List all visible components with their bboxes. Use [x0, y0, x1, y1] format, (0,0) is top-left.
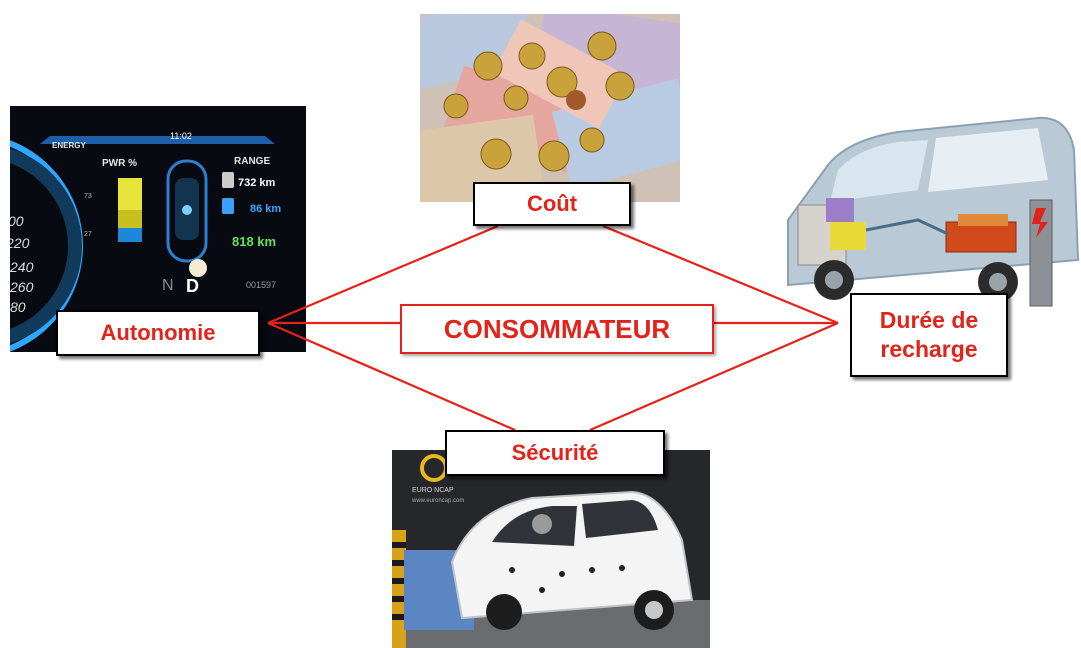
energy-bar [40, 136, 275, 144]
range-sum: 818 km [232, 234, 276, 249]
coin [587, 31, 617, 61]
cout-label: Coût [473, 182, 631, 226]
cout-text: Coût [526, 191, 578, 217]
gauge-tick: 260 [10, 279, 34, 295]
coin [566, 90, 586, 110]
lightning-icon [1032, 208, 1048, 238]
crash-illustration: EURO NCAP www.euroncap.com [392, 450, 710, 648]
van-window [928, 128, 1048, 192]
van-illustration [787, 116, 1080, 307]
connector-autonomie-cout [267, 224, 499, 325]
coin [538, 140, 570, 172]
coin [443, 93, 469, 119]
charging-post [1029, 199, 1053, 307]
battery-pack [945, 221, 1017, 253]
range-ev: 86 km [250, 203, 281, 215]
battery-icon [222, 198, 234, 214]
coin [518, 42, 546, 70]
crash-test-photo: EURO NCAP www.euroncap.com [392, 450, 710, 648]
van-photo [768, 110, 1080, 310]
securite-text: Sécurité [511, 440, 599, 466]
gauge-tick: 240 [10, 259, 34, 275]
battery-top [958, 214, 1008, 226]
gauge-tick: 00 [10, 213, 24, 229]
duree-line-2: recharge [880, 336, 978, 362]
power-bar-blue [118, 228, 142, 242]
duree-recharge-label: Durée de recharge [850, 293, 1008, 377]
dashboard-photo: ENERGY 11:02 PWR % RANGE 73 27 732 km 86… [10, 106, 306, 352]
connector-cout-duree [602, 224, 839, 325]
coin [546, 66, 578, 98]
component-purple [826, 198, 854, 222]
car-outline [166, 159, 208, 263]
gear-d: D [186, 276, 199, 296]
ncap-logo-text: EURO NCAP [412, 487, 454, 494]
energy-text: ENERGY [52, 141, 86, 150]
wheel [486, 594, 522, 630]
odometer: 001597 [246, 280, 276, 290]
dummy [532, 514, 552, 534]
pwr-top-value: 73 [84, 193, 92, 200]
autonomie-label: Autonomie [56, 310, 260, 356]
range-label: RANGE [234, 156, 270, 167]
clock-text: 11:02 [170, 131, 192, 141]
consommateur-label: CONSOMMATEUR [400, 304, 714, 354]
coin [473, 51, 503, 81]
test-car-window [582, 500, 658, 538]
coin [503, 85, 529, 111]
pwr-label: PWR % [102, 158, 137, 169]
glare [189, 259, 207, 277]
securite-label: Sécurité [445, 430, 665, 476]
gauge-tick: 220 [10, 235, 30, 251]
money-photo [420, 14, 680, 202]
cable [865, 218, 949, 236]
gauge-tick: 80 [10, 299, 26, 315]
van-windshield [830, 140, 928, 202]
range-total: 732 km [238, 177, 276, 189]
gear-n: N [162, 277, 174, 294]
connector-securite-duree [589, 321, 839, 432]
ncap-site-text: www.euroncap.com [411, 498, 464, 504]
coin [480, 138, 512, 170]
autonomie-text: Autonomie [100, 320, 216, 346]
pwr-bottom-value: 27 [84, 231, 92, 238]
money-illustration [420, 14, 680, 202]
connector-autonomie-securite [267, 321, 516, 432]
coin [605, 71, 635, 101]
duree-line-1: Durée de [879, 307, 979, 334]
fuel-icon [222, 172, 234, 188]
coin [579, 127, 605, 153]
motor-yellow [830, 222, 866, 250]
consommateur-text: CONSOMMATEUR [443, 313, 671, 344]
